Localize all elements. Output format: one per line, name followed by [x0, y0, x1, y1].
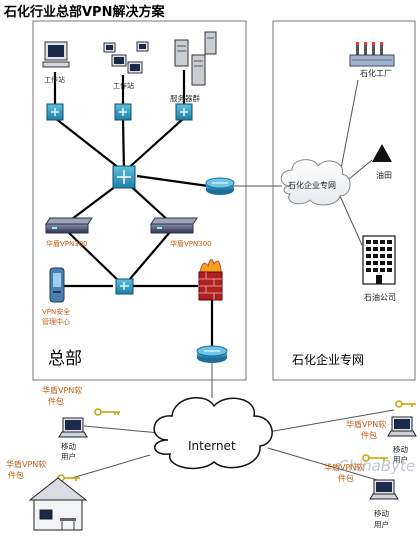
laptop-left-icon: [58, 417, 88, 438]
home-office-icon: [28, 477, 88, 531]
enterprise-zone-box: [272, 20, 416, 381]
switch-3-icon: [175, 103, 193, 121]
hq-router-icon: [205, 177, 235, 195]
workstation-2-label: 工作站: [113, 81, 134, 90]
switch-1-icon: [46, 103, 64, 121]
pkg-right1-line2: 件包: [361, 430, 377, 440]
vpn-appliance-2-icon: [150, 217, 198, 234]
enterprise-network-cloud-icon: [280, 159, 351, 206]
workstation-1-label: 工作站: [44, 75, 65, 84]
oil-company-building-icon: [362, 235, 396, 285]
enterprise-zone-label: 石化企业专网: [292, 352, 364, 367]
vpn-appliance-1-icon: [45, 217, 93, 234]
switch-2-icon: [114, 103, 132, 121]
server-farm-icon: [174, 31, 217, 86]
petrochemical-factory-icon: [349, 42, 395, 67]
oil-company-label: 石油公司: [364, 292, 396, 302]
laptop-right2-icon: [369, 479, 399, 500]
server-farm-label: 服务器群: [170, 93, 200, 103]
lower-switch-icon: [115, 278, 134, 295]
hq-links: [53, 70, 214, 350]
key-icon-right2: [362, 454, 388, 462]
chinabyte-watermark: ChinaByte: [338, 457, 415, 475]
oilfield-icon: [372, 144, 392, 162]
pkg-right2-line1: 华盾VPN软: [324, 462, 364, 472]
firewall-icon: [198, 259, 223, 301]
internet-cloud-icon: [153, 397, 273, 470]
key-icon-left: [94, 408, 120, 416]
mgmt-center-label-line1: VPN安全: [42, 307, 70, 316]
mobile-left-line1: 移动: [61, 441, 76, 451]
workstation-2-icon: [103, 41, 149, 74]
oilfield-label: 油田: [376, 170, 392, 180]
pkg-house-line1: 华盾VPN软: [6, 459, 46, 469]
workstation-1-icon: [42, 41, 70, 68]
vpn-appliance-1-label: 华盾VPN300: [46, 239, 88, 248]
pkg-left-line1: 华盾VPN软: [42, 385, 82, 395]
pkg-house-line2: 件包: [8, 470, 24, 480]
mobile-right1-line2: 用户: [393, 454, 408, 464]
mobile-right1-line1: 移动: [393, 444, 408, 454]
mobile-left-line2: 用户: [61, 451, 76, 461]
factory-label: 石化工厂: [360, 68, 392, 78]
vpn-appliance-2-label: 华盾VPN300: [170, 239, 212, 248]
hq-zone-label: 总部: [48, 349, 82, 369]
laptop-right1-icon: [387, 416, 417, 437]
diagram-title: 石化行业总部VPN解决方案: [3, 4, 165, 20]
pkg-right2-line2: 件包: [338, 473, 354, 483]
mobile-right2-line1: 移动: [374, 508, 389, 518]
internet-router-icon: [196, 345, 228, 363]
pkg-right1-line1: 华盾VPN软: [346, 419, 386, 429]
key-icon-right1: [395, 400, 416, 408]
mgmt-center-label-line2: 管理中心: [42, 317, 70, 326]
core-switch-icon: [112, 165, 136, 189]
pkg-left-line2: 件包: [48, 396, 64, 406]
hq-zone-box: [32, 20, 247, 381]
internet-cloud-label: Internet: [188, 439, 236, 453]
vpn-management-center-icon: [49, 267, 65, 303]
mobile-right2-line2: 用户: [374, 519, 389, 529]
enterprise-cloud-label: 石化企业专网: [288, 180, 336, 190]
